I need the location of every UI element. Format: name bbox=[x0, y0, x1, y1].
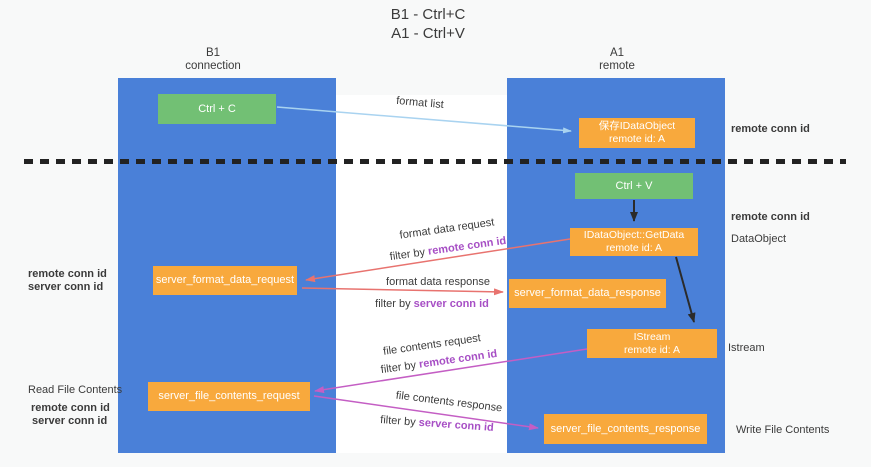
annotation-read-file-contents: Read File Contents bbox=[28, 384, 123, 396]
node-ctrl-v: Ctrl + V bbox=[575, 173, 693, 199]
title-line-2: A1 - Ctrl+V bbox=[391, 25, 465, 42]
node-ctrl-c-label: Ctrl + C bbox=[198, 102, 236, 115]
node-file-response-label: server_file_contents_response bbox=[550, 422, 701, 435]
lane-b1-name: B1 bbox=[205, 47, 221, 59]
server-conn-id-text: server conn id bbox=[413, 298, 489, 310]
node-istream-line1: IStream bbox=[633, 330, 671, 343]
annotation-remote-conn-id-mid-right: remote conn id bbox=[731, 211, 810, 223]
annotation-istream: Istream bbox=[728, 342, 765, 354]
annotation-remote-conn-id-bottom-left: remote conn id bbox=[31, 402, 110, 414]
diagram-title: B1 - Ctrl+C A1 - Ctrl+V bbox=[278, 5, 578, 43]
annotation-remote-conn-id-left: remote conn id bbox=[28, 268, 107, 280]
edge-label-format-data-response: format data response bbox=[386, 276, 490, 288]
annotation-write-file-contents: Write File Contents bbox=[736, 424, 830, 436]
node-server-format-data-request: server_format_data_request bbox=[153, 266, 297, 295]
node-server-format-data-response: server_format_data_response bbox=[509, 279, 666, 308]
lane-a1-name: A1 bbox=[609, 47, 625, 59]
lane-header-b1: B1 connection bbox=[153, 47, 273, 73]
annotation-dataobject: DataObject bbox=[731, 233, 787, 245]
node-save-idataobject: 保存IDataObject remote id: A bbox=[579, 118, 695, 148]
node-getdata-line1: IDataObject::GetData bbox=[583, 229, 685, 241]
node-file-request-label: server_file_contents_request bbox=[158, 390, 300, 402]
node-save-idataobject-line1: 保存IDataObject bbox=[598, 120, 676, 132]
annotation-server-conn-id-bottom-left: server conn id bbox=[32, 415, 108, 427]
node-getdata-line2: remote id: A bbox=[605, 242, 663, 254]
filter-by-text: filter by bbox=[379, 414, 417, 429]
lane-b1-role: connection bbox=[185, 60, 241, 72]
node-ctrl-v-label: Ctrl + V bbox=[615, 179, 653, 192]
lane-a1-role: remote bbox=[599, 60, 635, 72]
node-save-idataobject-line2: remote id: A bbox=[608, 133, 666, 145]
node-format-request-label: server_format_data_request bbox=[155, 274, 295, 286]
lane-header-a1: A1 remote bbox=[557, 47, 677, 73]
edge-label-filter-server-1: filter by server conn id bbox=[375, 298, 489, 310]
annotation-remote-conn-id-top-right: remote conn id bbox=[731, 123, 810, 135]
node-istream: IStream remote id: A bbox=[587, 329, 717, 358]
node-server-file-contents-request: server_file_contents_request bbox=[148, 382, 310, 411]
node-server-file-contents-response: server_file_contents_response bbox=[544, 414, 707, 444]
filter-by-text: filter by bbox=[375, 298, 411, 310]
title-line-1: B1 - Ctrl+C bbox=[390, 6, 466, 23]
node-ctrl-c: Ctrl + C bbox=[158, 94, 276, 124]
annotation-server-conn-id-left: server conn id bbox=[28, 281, 104, 293]
node-idataobject-getdata: IDataObject::GetData remote id: A bbox=[570, 228, 698, 256]
node-format-response-label: server_format_data_response bbox=[514, 287, 661, 299]
dashed-divider bbox=[24, 159, 846, 164]
node-istream-line2: remote id: A bbox=[623, 343, 681, 356]
